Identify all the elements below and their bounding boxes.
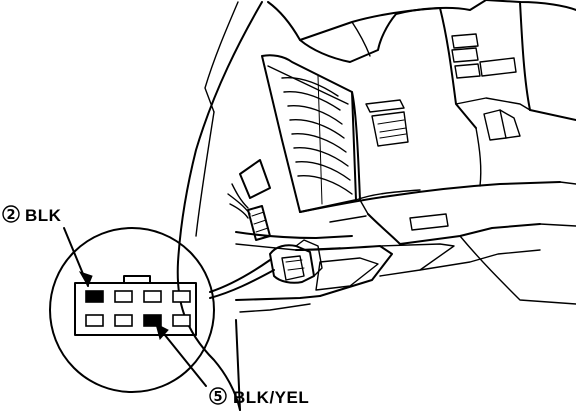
callout-blk: 2 BLK bbox=[2, 205, 93, 288]
air-vent-louvers bbox=[281, 75, 353, 205]
pin-cavity bbox=[172, 290, 191, 303]
arrowhead bbox=[155, 323, 169, 341]
callout-number: 5 bbox=[213, 390, 222, 405]
pin-cavity bbox=[114, 290, 133, 303]
callout-label: BLK/YEL bbox=[233, 388, 309, 407]
pin-cavity bbox=[172, 314, 191, 327]
pin-cavity bbox=[143, 290, 162, 303]
dashboard-illustration bbox=[176, 0, 576, 411]
callout-number: 2 bbox=[6, 208, 15, 223]
arrowhead bbox=[78, 271, 93, 288]
magnified-connector-view bbox=[49, 227, 215, 393]
callout-blk-yel: 5 BLK/YEL bbox=[155, 323, 309, 407]
center-vent-block bbox=[365, 99, 409, 147]
connector-lock-tab bbox=[123, 275, 151, 284]
dash-connector bbox=[209, 239, 323, 299]
pin-cavity bbox=[114, 314, 133, 327]
wire-harness bbox=[227, 183, 271, 241]
pin-cavity-filled bbox=[85, 290, 104, 303]
pin-cavity-filled bbox=[143, 314, 162, 327]
connector-pin-grid bbox=[85, 290, 191, 327]
callout-label: BLK bbox=[25, 206, 62, 225]
pin-cavity bbox=[85, 314, 104, 327]
